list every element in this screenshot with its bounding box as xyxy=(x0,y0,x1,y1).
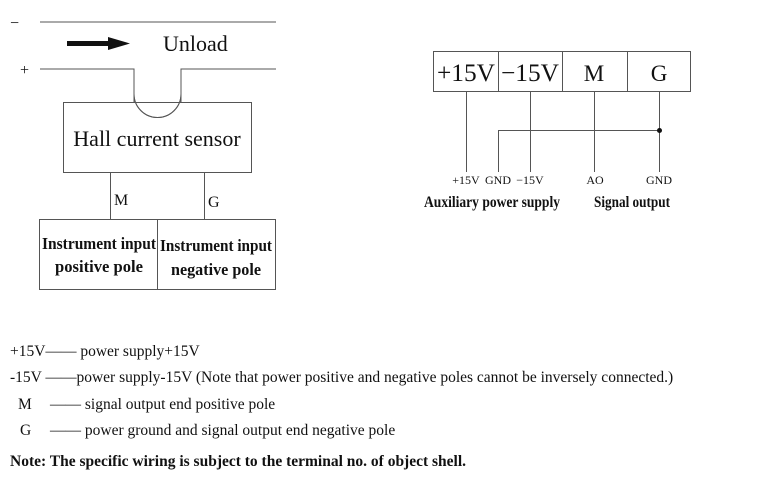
legend-dash: —— xyxy=(50,422,81,439)
pin-label-gnd-signal: GND xyxy=(646,173,672,187)
minus-label: − xyxy=(10,15,19,32)
legend-desc: power supply+15V xyxy=(76,343,200,360)
legend-desc: power supply-15V (Note that power positi… xyxy=(76,369,674,386)
legend-code: M xyxy=(18,396,32,413)
instrument-positive-box xyxy=(39,219,158,290)
legend-row-m: M —— signal output end positive pole xyxy=(18,396,275,414)
legend-row-g: G —— power ground and signal output end n… xyxy=(20,422,395,440)
wire-g-label: G xyxy=(208,194,220,211)
legend-code: -15V xyxy=(10,369,42,386)
gnd-bus-line xyxy=(498,130,659,172)
instrument-negative-line2: negative pole xyxy=(171,260,261,279)
legend-dash: —— xyxy=(41,369,77,386)
pin-label-gnd-power: GND xyxy=(485,173,511,187)
wire-m-label: M xyxy=(114,192,128,209)
wiring-note: Note: The specific wiring is subject to … xyxy=(10,453,467,470)
legend-dash: —— xyxy=(50,396,81,413)
unload-label: Unload xyxy=(163,31,228,56)
instrument-negative-line1: Instrument input xyxy=(160,236,272,255)
terminal-minus15v: −15V xyxy=(501,60,559,87)
junction-dot xyxy=(657,128,662,133)
pin-label-plus15v: +15V xyxy=(452,173,480,187)
legend-desc: signal output end positive pole xyxy=(81,396,276,413)
terminal-m: M xyxy=(584,61,604,86)
conductor-loop xyxy=(133,93,182,118)
legend-dash: —— xyxy=(45,343,77,360)
legend-code: G xyxy=(20,422,32,439)
group-label-power: Auxiliary power supply xyxy=(424,194,560,211)
terminal-g: G xyxy=(651,61,668,86)
legend-code: +15V xyxy=(10,343,46,360)
sensor-label: Hall current sensor xyxy=(73,126,241,151)
instrument-negative-box xyxy=(157,219,276,290)
hall-sensor-box xyxy=(63,102,252,173)
group-label-signal: Signal output xyxy=(594,194,671,211)
instrument-positive-line2: positive pole xyxy=(55,257,143,276)
legend-desc: power ground and signal output end negat… xyxy=(81,422,396,439)
positive-conductor-line xyxy=(40,68,276,118)
legend-row-minus15v: -15V ——power supply-15V (Note that power… xyxy=(10,369,673,387)
arrow-right-icon xyxy=(67,37,130,50)
pin-label-ao: AO xyxy=(586,173,604,187)
terminal-plus15v: +15V xyxy=(437,60,495,87)
pin-label-minus15v: −15V xyxy=(516,173,544,187)
plus-label: + xyxy=(20,62,29,79)
terminal-block xyxy=(433,51,691,92)
legend-row-plus15v: +15V—— power supply+15V xyxy=(10,343,200,361)
wiring-diagram: − Unload + Hall current sensor M G Instr… xyxy=(10,15,691,290)
instrument-positive-line1: Instrument input xyxy=(42,234,156,253)
